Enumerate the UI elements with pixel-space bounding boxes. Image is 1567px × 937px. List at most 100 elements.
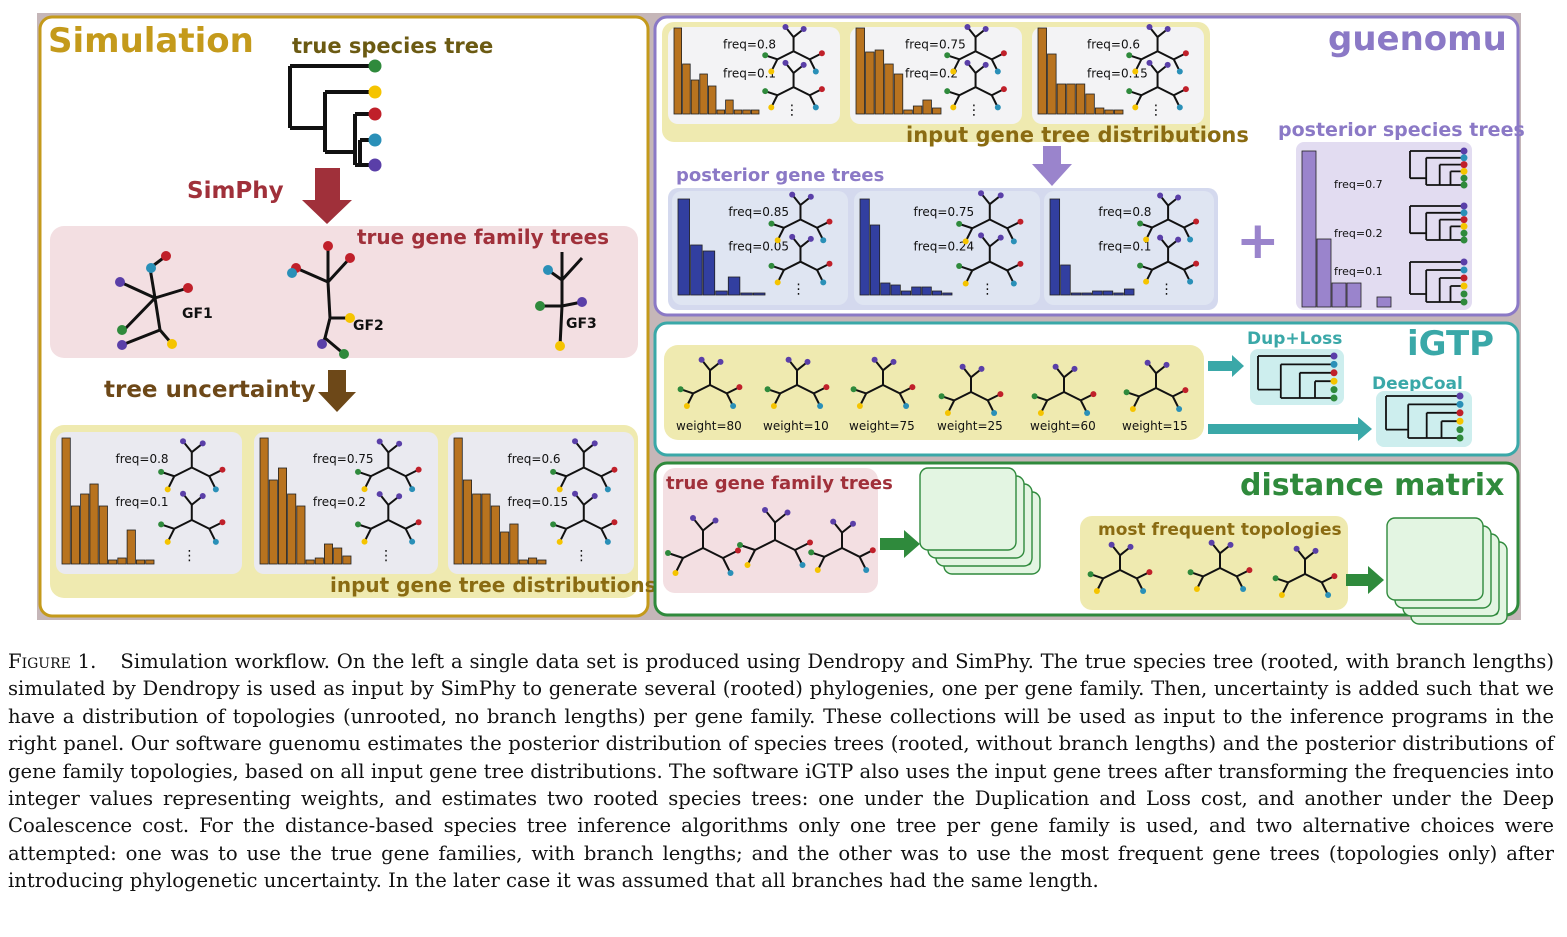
guenomu-input-card-3-tree-b-branch xyxy=(1140,86,1159,97)
true-species-tree xyxy=(288,59,382,172)
posterior-gene-card-1-tree-b-branch xyxy=(800,260,818,271)
guenomu-input-card-2-bar xyxy=(865,51,875,115)
posterior-gene-card-3-bar xyxy=(1092,290,1103,296)
posterior-gene-card-3-bar xyxy=(1113,292,1124,296)
igtp-title: iGTP xyxy=(1407,324,1494,364)
left-card-2-tree-a-tip xyxy=(355,468,362,475)
gf2-label: GF2 xyxy=(353,318,384,334)
left-card-1-bar xyxy=(70,505,81,565)
posterior-gene-card-1-tree-a-tip xyxy=(789,191,796,198)
distance-freq-tree-3-tip xyxy=(1331,573,1338,580)
guenomu-input-card-1-freq-bottom: freq=0.1 xyxy=(723,66,776,80)
igtp-tree-1-tip xyxy=(736,384,743,391)
caption-label: Figure 1. xyxy=(8,650,97,673)
igtp-tree-4-tip xyxy=(997,391,1004,398)
posterior-gene-card-3-freq-top: freq=0.8 xyxy=(1098,205,1151,219)
posterior-gene-card-1-tree-b-tip xyxy=(768,262,775,269)
posterior-gene-card-2-tree-b-tip xyxy=(962,280,969,287)
left-card-2-tree-b-tip xyxy=(396,493,403,500)
plus-sign: + xyxy=(1236,211,1280,271)
distance-freq-tree-1-tip xyxy=(1140,588,1147,594)
left-distributions-label: input gene tree distributions xyxy=(330,573,657,597)
stack-2-sheet xyxy=(1386,517,1484,601)
posterior-gene-card-2-bar xyxy=(942,292,953,296)
guenomu-input-card-1-tree-a-tip xyxy=(818,50,825,57)
posterior-gene-card-1-bar xyxy=(715,290,728,296)
left-card-2-tree-a-tip xyxy=(376,438,383,445)
posterior-gene-card-3-bar xyxy=(1123,288,1135,296)
species-tree-1-tip xyxy=(1460,181,1468,189)
igtp-tree-2-branch xyxy=(779,384,798,395)
species-tree-3-tip xyxy=(1460,266,1468,274)
posterior-gene-card-3-tree-b-tip xyxy=(1193,260,1200,267)
guenomu-input-card-1-tree-a-tip xyxy=(812,68,819,75)
deep-coal-tip xyxy=(1456,409,1464,417)
distance-true-trees xyxy=(665,507,876,576)
igtp-tree-6-tip xyxy=(1129,406,1136,412)
left-card-3-tree-a-tip xyxy=(550,468,557,475)
left-card-2-bar xyxy=(342,555,352,565)
deep-coal-tip xyxy=(1456,426,1464,434)
left-card-2-tree-a-tip xyxy=(409,486,416,493)
left-card-3-tree-a-tip xyxy=(572,438,579,445)
igtp-tree-4-tip xyxy=(944,410,951,416)
distance-frequent-label: most frequent topologies xyxy=(1098,520,1342,540)
distance-freq-tree-3-tip xyxy=(1278,592,1285,598)
posterior-gene-card-1-tree-b-tip xyxy=(826,260,833,267)
left-card-2-tree-a-branch xyxy=(387,466,407,478)
left-card-1-tree-b-tip xyxy=(212,538,219,545)
guenomu-input-card-3-tree-b-tip xyxy=(1182,86,1189,93)
guenomu-input-card-3-bar xyxy=(1094,107,1105,115)
distance-true-tree-2-branch xyxy=(774,539,796,551)
guenomu-input-card-1-tree-b-branch xyxy=(776,86,795,97)
guenomu-input-card-2-bar xyxy=(893,73,904,115)
left-card-2-bar xyxy=(268,479,278,565)
posterior-gene-card-1-freq-bottom: freq=0.05 xyxy=(728,239,789,253)
distance-true-tree-1-tip xyxy=(735,547,741,554)
guenomu-input-card-3-tree-a-tip xyxy=(1146,23,1153,30)
posterior-gene-card-1-tree-b-tip xyxy=(807,235,814,242)
workflow-figure: Simulation true species tree SimPhy true… xyxy=(37,13,1525,625)
left-card-3-freq-bottom: freq=0.15 xyxy=(508,495,569,509)
posterior-gene-card-2-bar xyxy=(911,286,922,296)
guenomu-input-card-2-tree-b-tip xyxy=(944,88,951,95)
igtp-tree-6-tip xyxy=(1182,387,1189,394)
distance-frequent-region xyxy=(1080,516,1348,610)
guenomu-input-card-1-tree-a-branch xyxy=(776,50,795,61)
deep-coal-tip xyxy=(1456,392,1464,400)
igtp-weight-4: weight=25 xyxy=(937,419,1003,433)
igtp-tree-4-tip xyxy=(978,365,985,372)
posterior-gene-card-3-freq-bottom: freq=0.1 xyxy=(1098,239,1151,253)
guenomu-input-card-3-tree-b-tip xyxy=(1126,88,1133,95)
left-card-1-tree-a-tip xyxy=(199,440,206,447)
guenomu-input-card-2-bar xyxy=(874,49,885,115)
guenomu-input-card-3-tree-b-tip xyxy=(1164,61,1171,68)
igtp-tree-6-tip xyxy=(1176,406,1183,412)
guenomu-input-card-3-bar xyxy=(1114,109,1124,115)
distance-freq-tree-3-tip xyxy=(1312,547,1319,554)
deep-coal-branches xyxy=(1385,395,1460,439)
left-card-1-bar xyxy=(80,493,90,565)
distance-freq-tree-2-tip xyxy=(1240,586,1247,592)
igtp-tree-2-branch xyxy=(796,384,815,395)
guenomu-input-card-3-tree-b-tip xyxy=(1132,104,1139,111)
left-card-1-bar xyxy=(145,559,155,565)
igtp-tree-6-tip xyxy=(1123,389,1130,396)
distance-freq-tree-2-tip xyxy=(1246,567,1253,574)
posterior-gene-card-1-tree-a-branch xyxy=(800,218,818,229)
species-tree-3-tip xyxy=(1460,290,1468,298)
posterior-gene-card-3-tree-b-tip xyxy=(1187,278,1194,285)
guenomu-input-card-1-tree-b-tip xyxy=(768,104,775,111)
gene-family-region xyxy=(50,226,638,358)
species-tree-3-tip xyxy=(1460,298,1468,306)
species-tree-1-tip xyxy=(1460,161,1468,169)
species-tree-2-tip xyxy=(1460,229,1468,237)
species-freq-2: freq=0.2 xyxy=(1334,227,1383,240)
distance-true-tree-3-branch xyxy=(823,547,843,558)
distance-freq-tree-3-tip xyxy=(1293,545,1300,552)
species-tree-2-branches xyxy=(1409,205,1464,241)
distance-freq-tree-2-tip xyxy=(1193,586,1200,592)
posterior-gene-card-3-tree-b-tip xyxy=(1175,236,1182,243)
left-card-2-freq-bottom: freq=0.2 xyxy=(313,495,366,509)
